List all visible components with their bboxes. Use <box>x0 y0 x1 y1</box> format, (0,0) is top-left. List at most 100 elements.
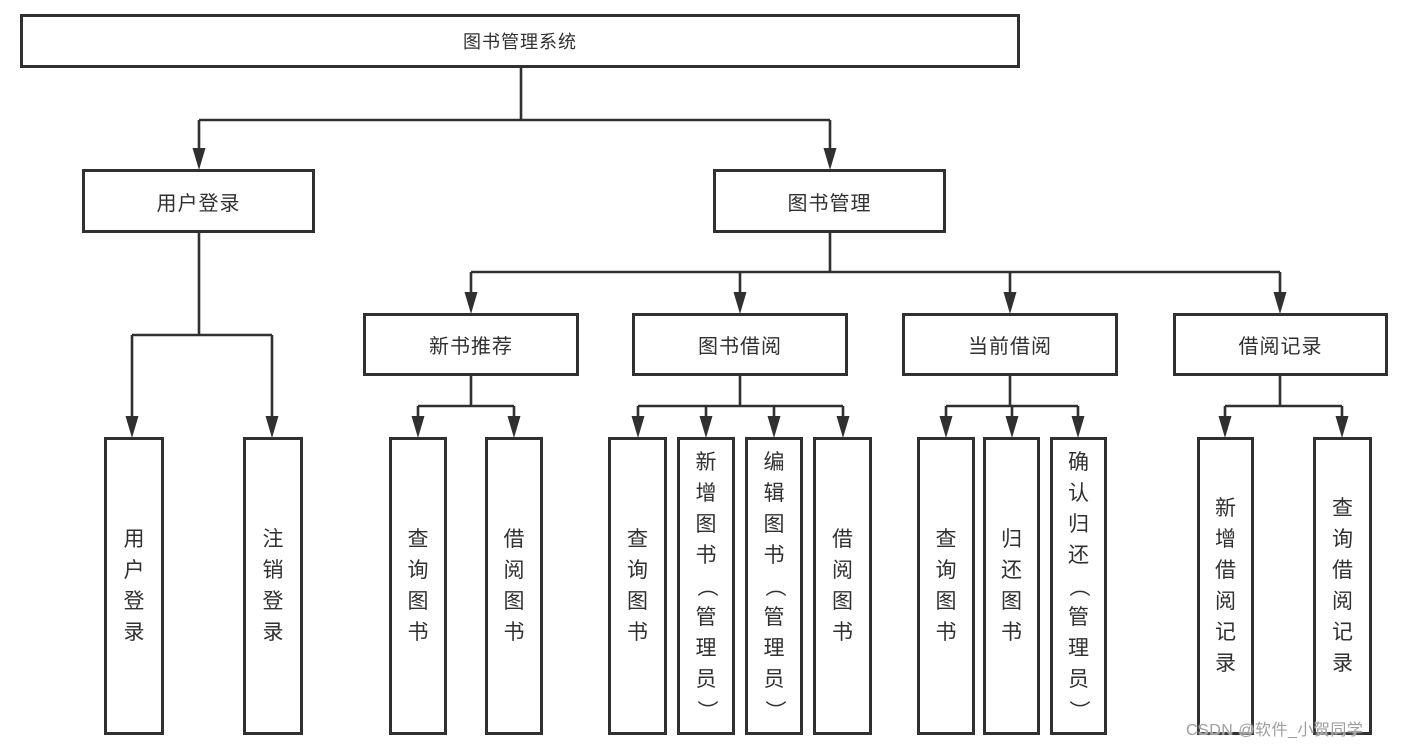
node-label-char: 还 <box>1001 559 1022 582</box>
node-label-char: 销 <box>262 559 284 582</box>
node-label-char: （ <box>762 575 786 597</box>
node-new-book-rec: 新书推荐 <box>363 313 579 376</box>
node-label-char: 询 <box>627 559 648 582</box>
node-label-char: 书 <box>935 621 957 644</box>
node-label-char: 图 <box>503 590 525 613</box>
node-label: 用户登录 <box>156 192 241 215</box>
node-label-char: 用 <box>123 528 145 551</box>
node-label-char: 新 <box>1215 497 1236 520</box>
node-label-char: 员 <box>1068 667 1089 691</box>
node-label-char: 户 <box>123 559 145 582</box>
node-label-char: ） <box>694 699 718 721</box>
node-label-char: 录 <box>1215 652 1236 675</box>
node-label: 图书管理 <box>787 192 872 215</box>
node-book-borrow: 图书借阅 <box>632 313 848 376</box>
node-label: 图书管理系统 <box>463 32 577 52</box>
node-label-char: 图 <box>935 590 957 613</box>
node-label-char: 书 <box>832 621 853 644</box>
node-label-char: 还 <box>1068 543 1089 567</box>
node-label-char: 书 <box>503 621 525 644</box>
node-label-char: 借 <box>503 528 525 551</box>
node-label-char: ） <box>762 699 786 721</box>
node-query-book-newrec: 查询图书 <box>389 437 447 735</box>
node-label-char: 归 <box>1068 512 1089 536</box>
watermark: CSDN @软件_小贺同学 <box>1186 722 1364 739</box>
node-borrow-book-leaf: 借阅图书 <box>813 437 872 735</box>
node-label-char: （ <box>1067 575 1090 597</box>
node-borrow-record: 借阅记录 <box>1173 313 1388 376</box>
node-confirm-return-admin: 确认归还 （ 管理员 ） <box>1050 437 1107 735</box>
node-add-book-admin: 新增图书 （ 管理员 ） <box>677 437 735 735</box>
node-logout-leaf: 注销登录 <box>243 437 303 735</box>
node-label-char: 新 <box>695 450 717 474</box>
node-label-char: 查 <box>935 528 957 551</box>
node-login-leaf: 用户登录 <box>104 437 164 735</box>
node-label-char: 询 <box>1332 528 1353 551</box>
node-label: 新书推荐 <box>429 336 513 358</box>
node-label-char: 询 <box>935 559 957 582</box>
node-label-char: 阅 <box>1332 590 1353 613</box>
node-label-char: 记 <box>1332 621 1353 644</box>
node-label-char: 录 <box>262 621 284 644</box>
node-label-char: 书 <box>763 543 785 567</box>
node-label-char: 增 <box>695 481 717 505</box>
node-label-char: 认 <box>1068 481 1089 505</box>
node-label-char: 阅 <box>1215 590 1236 613</box>
node-label: 借阅记录 <box>1238 336 1323 358</box>
node-label-char: 登 <box>123 590 145 613</box>
node-label-char: 询 <box>407 559 429 582</box>
node-label-char: 图 <box>1001 590 1022 613</box>
node-label-char: 书 <box>1001 621 1022 644</box>
node-label-char: 借 <box>1332 559 1353 582</box>
node-label-char: 录 <box>1332 652 1353 675</box>
node-label-char: 理 <box>763 636 785 660</box>
node-label-char: 记 <box>1215 621 1236 644</box>
node-label-char: 确 <box>1068 450 1089 474</box>
node-label-char: 图 <box>627 590 648 613</box>
node-label-char: 增 <box>1215 528 1236 551</box>
node-book-mgmt: 图书管理 <box>713 169 946 233</box>
node-return-book: 归还图书 <box>983 437 1040 735</box>
node-label-char: 阅 <box>503 559 525 582</box>
node-current-borrow: 当前借阅 <box>902 313 1118 376</box>
node-root: 图书管理系统 <box>20 14 1020 68</box>
node-label-char: 注 <box>262 528 284 551</box>
node-label: 图书借阅 <box>698 336 782 358</box>
node-label-char: 阅 <box>832 559 853 582</box>
node-query-book-current: 查询图书 <box>917 437 975 735</box>
node-borrow-book-newrec: 借阅图书 <box>485 437 543 735</box>
node-label-char: 理 <box>695 636 717 660</box>
node-label-char: 员 <box>763 667 785 691</box>
node-label-char: 书 <box>627 621 648 644</box>
node-label-char: 登 <box>262 590 284 613</box>
node-edit-book-admin: 编辑图书 （ 管理员 ） <box>745 437 803 735</box>
node-label-char: ） <box>1067 699 1090 721</box>
node-label-char: 管 <box>1068 605 1089 629</box>
node-label-char: 查 <box>627 528 648 551</box>
node-label-char: 录 <box>123 621 145 644</box>
node-label-char: 图 <box>763 512 785 536</box>
node-label-char: 图 <box>832 590 853 613</box>
node-label-char: 管 <box>763 605 785 629</box>
node-label-char: 归 <box>1001 528 1022 551</box>
node-label-char: 员 <box>695 667 717 691</box>
node-label-char: 图 <box>695 512 717 536</box>
node-label-char: 书 <box>407 621 429 644</box>
node-query-borrow-record: 查询借阅记录 <box>1313 437 1372 735</box>
node-user-login: 用户登录 <box>82 169 315 233</box>
node-add-borrow-record: 新增借阅记录 <box>1197 437 1254 735</box>
node-label-char: （ <box>694 575 718 597</box>
node-label-char: 管 <box>695 605 717 629</box>
node-label-char: 借 <box>1215 559 1236 582</box>
node-label-char: 查 <box>407 528 429 551</box>
node-label: 当前借阅 <box>968 336 1052 358</box>
node-label-char: 查 <box>1332 497 1353 520</box>
node-label-char: 借 <box>832 528 853 551</box>
node-label-char: 图 <box>407 590 429 613</box>
node-label-char: 书 <box>695 543 717 567</box>
node-label-char: 编 <box>763 450 785 474</box>
node-label-char: 辑 <box>763 481 785 505</box>
node-label-char: 理 <box>1068 636 1089 660</box>
